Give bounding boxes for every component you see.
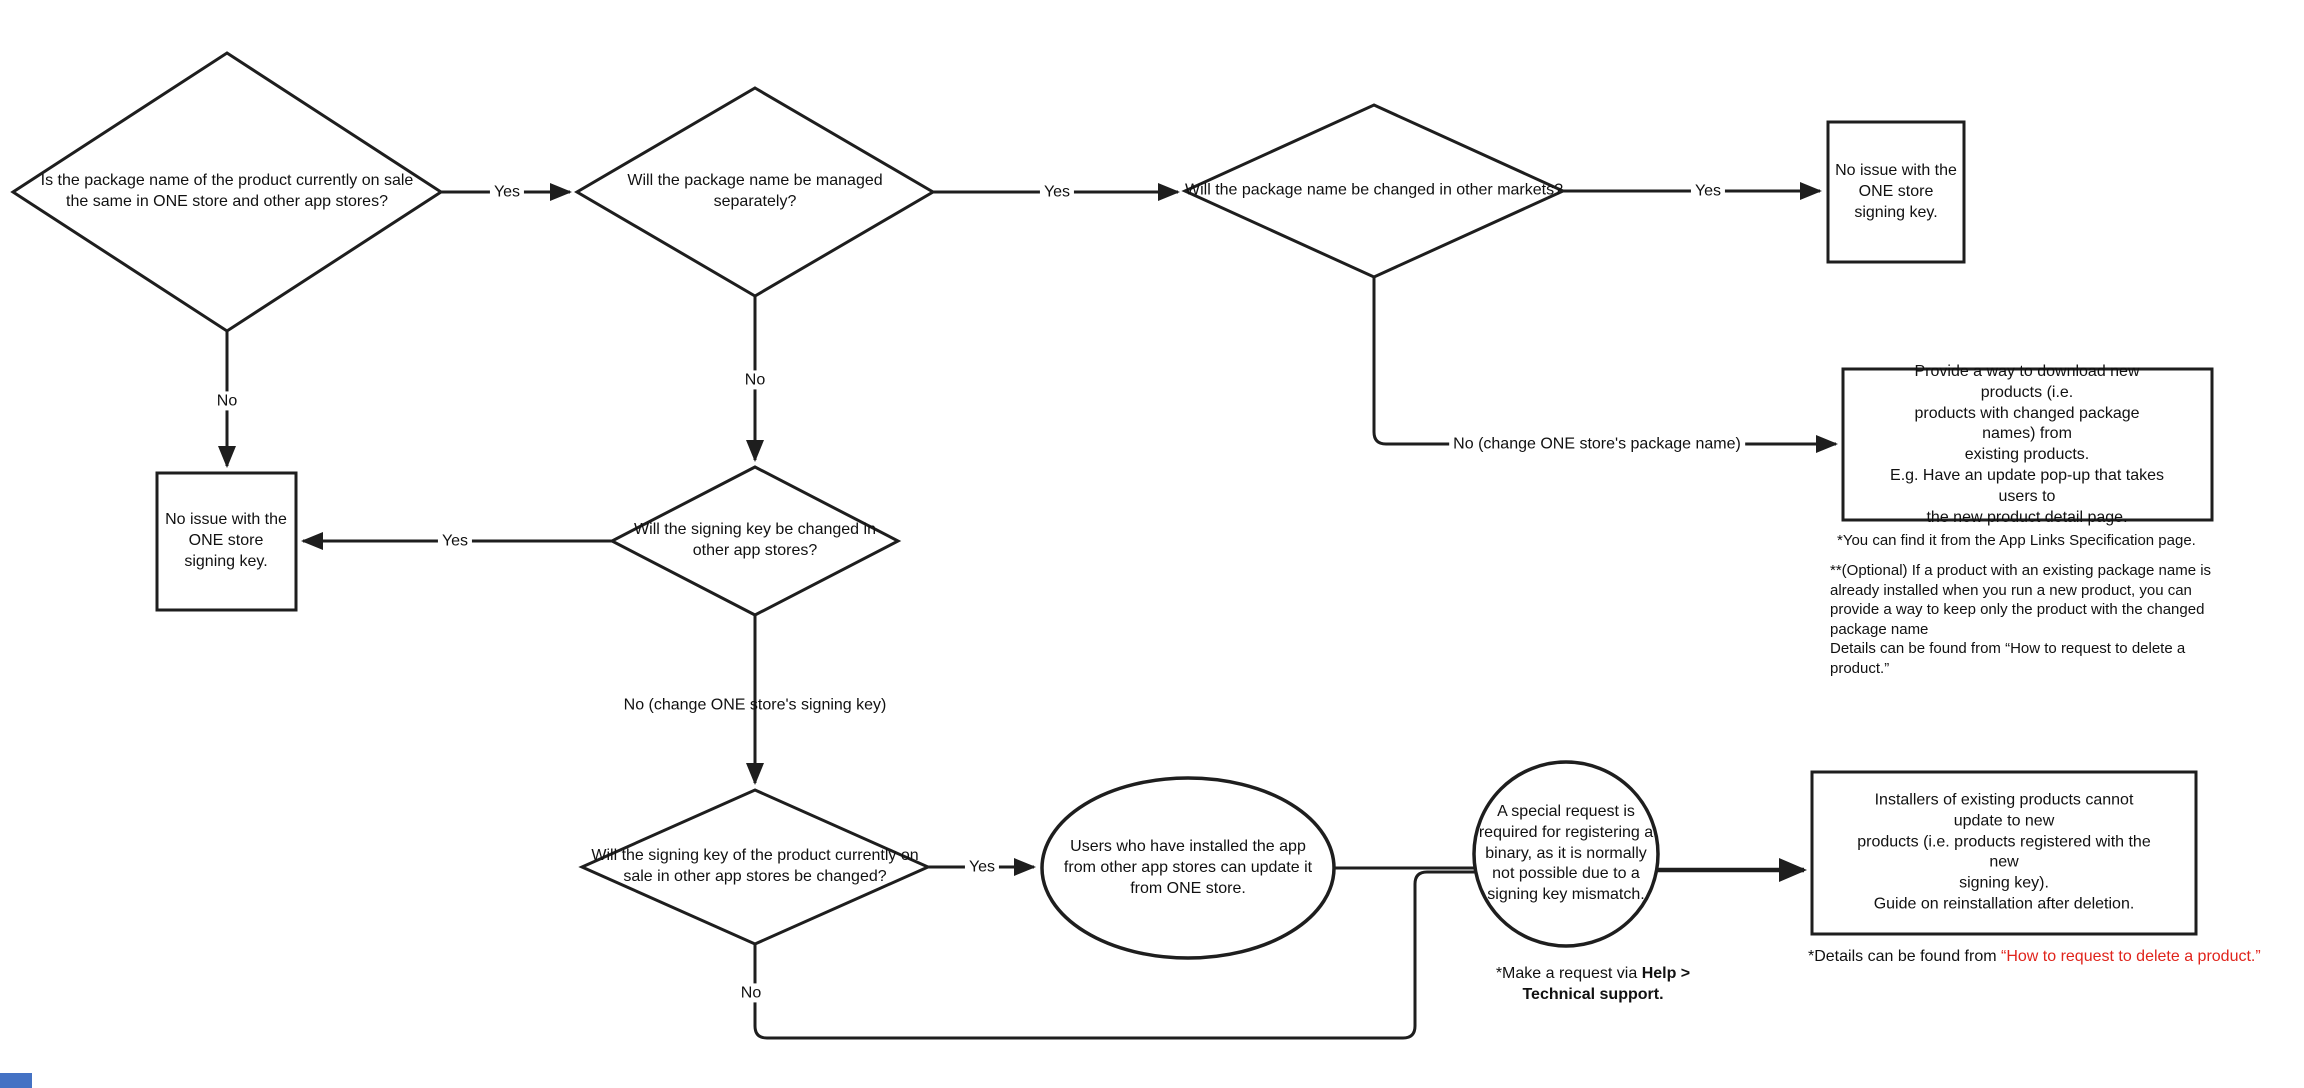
connector-no-d5-circle — [753, 870, 1478, 1040]
blue-corner-fragment — [0, 1073, 32, 1088]
diamond-signing-key-product-changed — [578, 788, 932, 946]
note-make-request: *Make a request via Help > Technical sup… — [1475, 964, 1711, 1006]
circle-special-request-label: A special request is required for regist… — [1478, 803, 1654, 904]
details-link-red-text: “How to request to delete a product.” — [2001, 948, 2261, 965]
connector-no-package-d3-box — [1372, 277, 1838, 453]
edge-label-no-signing-key: No (change ONE store's signing key) — [623, 696, 887, 714]
diamond-signing-key-changed-other-stores — [608, 465, 902, 617]
box-no-issue-top-label: No issue with the ONE store signing key. — [1835, 161, 1957, 221]
diamond-package-managed-separately — [574, 86, 936, 298]
ellipse-users-update — [1040, 776, 1336, 960]
edge-label-yes-d5-ellipse: Yes — [964, 857, 1000, 877]
note-details: *Details can be found from “How to reque… — [1808, 947, 2261, 968]
make-request-prefix: *Make a request via — [1495, 965, 1642, 983]
diamond-signing-key-changed-other-stores-label: Will the signing key be changed in other… — [634, 521, 876, 559]
ellipse-users-update-label: Users who have installed the app from ot… — [1063, 837, 1313, 897]
edge-label-no-package-name: No (change ONE store's package name) — [1449, 434, 1745, 454]
make-request-menu-path: Help > Technical support. — [1522, 965, 1691, 1003]
diamond-package-managed-separately-label: Will the package name be managed separat… — [627, 172, 883, 210]
box-provide-download-way — [1841, 367, 2214, 522]
edge-label-no-d2-d4: No — [740, 370, 770, 390]
edge-label-no-d1-box: No — [212, 391, 242, 411]
diamond-package-name-same — [10, 51, 444, 333]
diamond-package-changed-other-markets — [1181, 103, 1567, 279]
box-no-issue-left-label: No issue with the ONE store signing key. — [165, 510, 287, 570]
edge-label-yes-d1-d2: Yes — [489, 182, 525, 202]
details-prefix: *Details can be found from — [1808, 948, 2001, 965]
note-app-links: *You can find it from the App Links Spec… — [1837, 532, 2196, 549]
box-provide-download-way-label: Provide a way to download new products (… — [1890, 362, 2164, 526]
diamond-signing-key-product-changed-label: Will the signing key of the product curr… — [591, 847, 919, 885]
box-no-issue-left — [155, 471, 298, 612]
box-installers-cannot-update — [1810, 770, 2198, 936]
box-no-issue-top — [1826, 120, 1966, 264]
edge-label-no-d5: No — [736, 983, 766, 1003]
circle-special-request — [1472, 760, 1660, 948]
note-optional-package: **(Optional) If a product with an existi… — [1830, 562, 2212, 677]
diamond-package-name-same-label: Is the package name of the product curre… — [40, 172, 414, 210]
edge-label-yes-d4-box: Yes — [437, 531, 473, 551]
box-installers-cannot-update-label: Installers of existing products cannot u… — [1857, 791, 2151, 913]
edge-label-yes-d2-d3: Yes — [1039, 182, 1075, 202]
diamond-package-changed-other-markets-label: Will the package name be changed in othe… — [1185, 181, 1563, 199]
edge-label-yes-d3-box: Yes — [1690, 181, 1726, 201]
